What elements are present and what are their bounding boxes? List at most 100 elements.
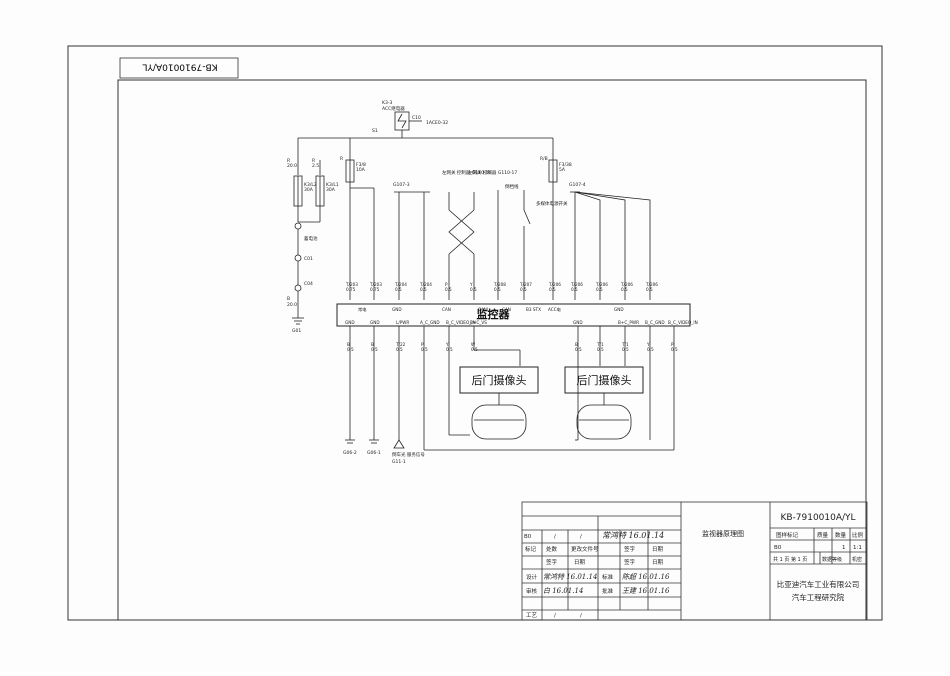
- top-wire-size: 0.5: [420, 287, 427, 292]
- drawing-number: KB-7910010A/YL: [780, 513, 855, 523]
- rh-qty: 数量: [835, 531, 847, 539]
- bottom-wire-size: 0.5: [396, 347, 403, 352]
- bottom-pin-label: B+C_PWR: [618, 320, 639, 325]
- inner-frame: [117, 79, 867, 621]
- rv-b0: B0: [774, 545, 782, 551]
- hdr2-date2: 日期: [652, 559, 664, 566]
- fuse4-amp: 5A: [559, 167, 566, 173]
- ground-g06-2: G06-2: [343, 450, 357, 456]
- battery-pin: C04: [304, 281, 313, 287]
- bottom-wire-code: P: [671, 342, 674, 347]
- bottom-wire-labels: B0.5B0.5T/220.5P0.5Y0.5W0.5B0.5T/10.5T/1…: [347, 342, 678, 352]
- fuse3-name: F3/8: [356, 162, 366, 168]
- fuse2-size: 2.5: [312, 163, 319, 169]
- bottom-wire-code: P: [421, 342, 424, 347]
- title-block-grid: [521, 501, 868, 621]
- role-approve: 批准: [602, 587, 614, 595]
- monitor-box: [336, 303, 691, 327]
- bottom-wire-size: 0.5: [622, 347, 629, 352]
- hdr-mark: 标记: [525, 545, 537, 553]
- rv-scale: 1:1: [853, 545, 862, 551]
- secrecy-label: 数据等级: [822, 556, 842, 563]
- role-review: 审核: [526, 587, 538, 595]
- battery-conn: C01: [304, 256, 313, 262]
- top-pin-label: CANL: [478, 307, 490, 312]
- relay-label: K3-3: [382, 100, 392, 106]
- fuse3-amp: 10A: [356, 167, 366, 173]
- top-wire-size: 0.75: [370, 287, 380, 292]
- title-block-text: B0 / / 常鸿特 16.01.14 标记 处数 更改文件号 签字 日期 签字…: [524, 513, 864, 619]
- top-wire-size: 0.5: [646, 287, 653, 292]
- bottom-wire-size: 0.5: [471, 347, 478, 352]
- top-wire-size: 0.5: [520, 287, 527, 292]
- signal-code: G11-1: [392, 459, 406, 465]
- top-pin-label: B3 STX: [526, 307, 541, 312]
- rev-slash1: /: [554, 534, 556, 540]
- relay-coil: C10: [412, 115, 421, 121]
- bottom-pin-label: GND: [370, 320, 380, 325]
- fuse3-wire: R: [340, 156, 343, 162]
- camera-left-label: 后门摄像头: [472, 373, 527, 387]
- bottom-wire-code: Y: [445, 342, 449, 347]
- bottom-wire-code: Y: [646, 342, 650, 347]
- bottom-pin-label: B_C_VIDEO_IN: [446, 320, 476, 325]
- top-wire-size: 0.5: [395, 287, 402, 292]
- sign-design: 常鸿特 16.01.14: [543, 573, 597, 581]
- craft-slash1: /: [554, 613, 556, 619]
- sign-review: 白 16.01.14: [543, 587, 583, 595]
- bottom-wire-code: T/22: [395, 342, 406, 347]
- rev-slash2: /: [580, 534, 582, 540]
- company-name: 比亚迪汽车工业有限公司: [777, 579, 860, 589]
- conn-mid2: 左网关 控制器 G110-17: [468, 169, 517, 176]
- switch-label: 倒档线: [505, 183, 519, 190]
- top-wire-code: T/206: [570, 282, 583, 287]
- camera-right-label: 后门摄像头: [577, 373, 632, 387]
- rh-weight: 质量: [817, 531, 829, 539]
- stamp-code: KB-7910010A/YL: [142, 62, 217, 72]
- bottom-pin-label: B_C_GND: [645, 320, 665, 325]
- bottom-wire-code: T/1: [621, 342, 629, 347]
- rv-qty: 1: [842, 545, 846, 551]
- hdr-count: 处数: [546, 545, 558, 553]
- bottom-wire-code: T/1: [596, 342, 604, 347]
- top-wire-code: Y: [469, 282, 473, 287]
- drawing-title: 监视器原理图: [702, 529, 744, 538]
- ground-size: 20.0: [287, 302, 297, 308]
- top-wire-code: T/206: [645, 282, 658, 287]
- bottom-wire-size: 0.5: [371, 347, 378, 352]
- top-wire-size: 0.5: [549, 287, 556, 292]
- top-wire-code: T/206: [595, 282, 608, 287]
- battery-label: 蓄电池: [304, 235, 318, 242]
- bottom-wire-size: 0.5: [347, 347, 354, 352]
- bottom-wire-code: B: [347, 342, 350, 347]
- schematic-lines: [292, 111, 691, 451]
- top-wire-code: T/207: [519, 282, 532, 287]
- bottom-wire-size: 0.5: [575, 347, 582, 352]
- top-wire-size: 0.5: [621, 287, 628, 292]
- conn-mid1: 左网关 控制器 G110-16: [442, 169, 491, 176]
- sign-approve: 王建 16.01.16: [622, 587, 670, 595]
- bottom-pin-label: A_C_GND: [420, 320, 440, 325]
- fuse1-size: 20.0: [287, 163, 297, 169]
- conn-top-right: G107-4: [569, 182, 586, 188]
- fuse1-amp: 30A: [304, 187, 314, 193]
- fuse4-wire: R/B: [540, 156, 548, 162]
- top-pin-label: CAN: [502, 307, 511, 312]
- top-wire-size: 0.5: [470, 287, 477, 292]
- fuse2-amp: 30A: [326, 187, 336, 193]
- top-wire-size: 0.5: [494, 287, 501, 292]
- top-wire-code: T/206: [548, 282, 561, 287]
- top-wire-size: 0.75: [346, 287, 356, 292]
- craft-slash2: /: [580, 613, 582, 619]
- institute-name: 汽车工程研究院: [792, 592, 845, 602]
- hdr-date: 日期: [652, 546, 664, 553]
- fuse4-name: F3/38: [559, 162, 572, 168]
- hdr-sign: 签字: [624, 545, 636, 553]
- top-wire-size: 0.5: [596, 287, 603, 292]
- hdr-doc: 更改文件号: [571, 545, 599, 553]
- hdr2-date1: 日期: [574, 559, 586, 566]
- top-pin-label: 常电: [358, 306, 367, 313]
- top-wire-code: T/204: [419, 282, 432, 287]
- bottom-pin-label: GND: [573, 320, 583, 325]
